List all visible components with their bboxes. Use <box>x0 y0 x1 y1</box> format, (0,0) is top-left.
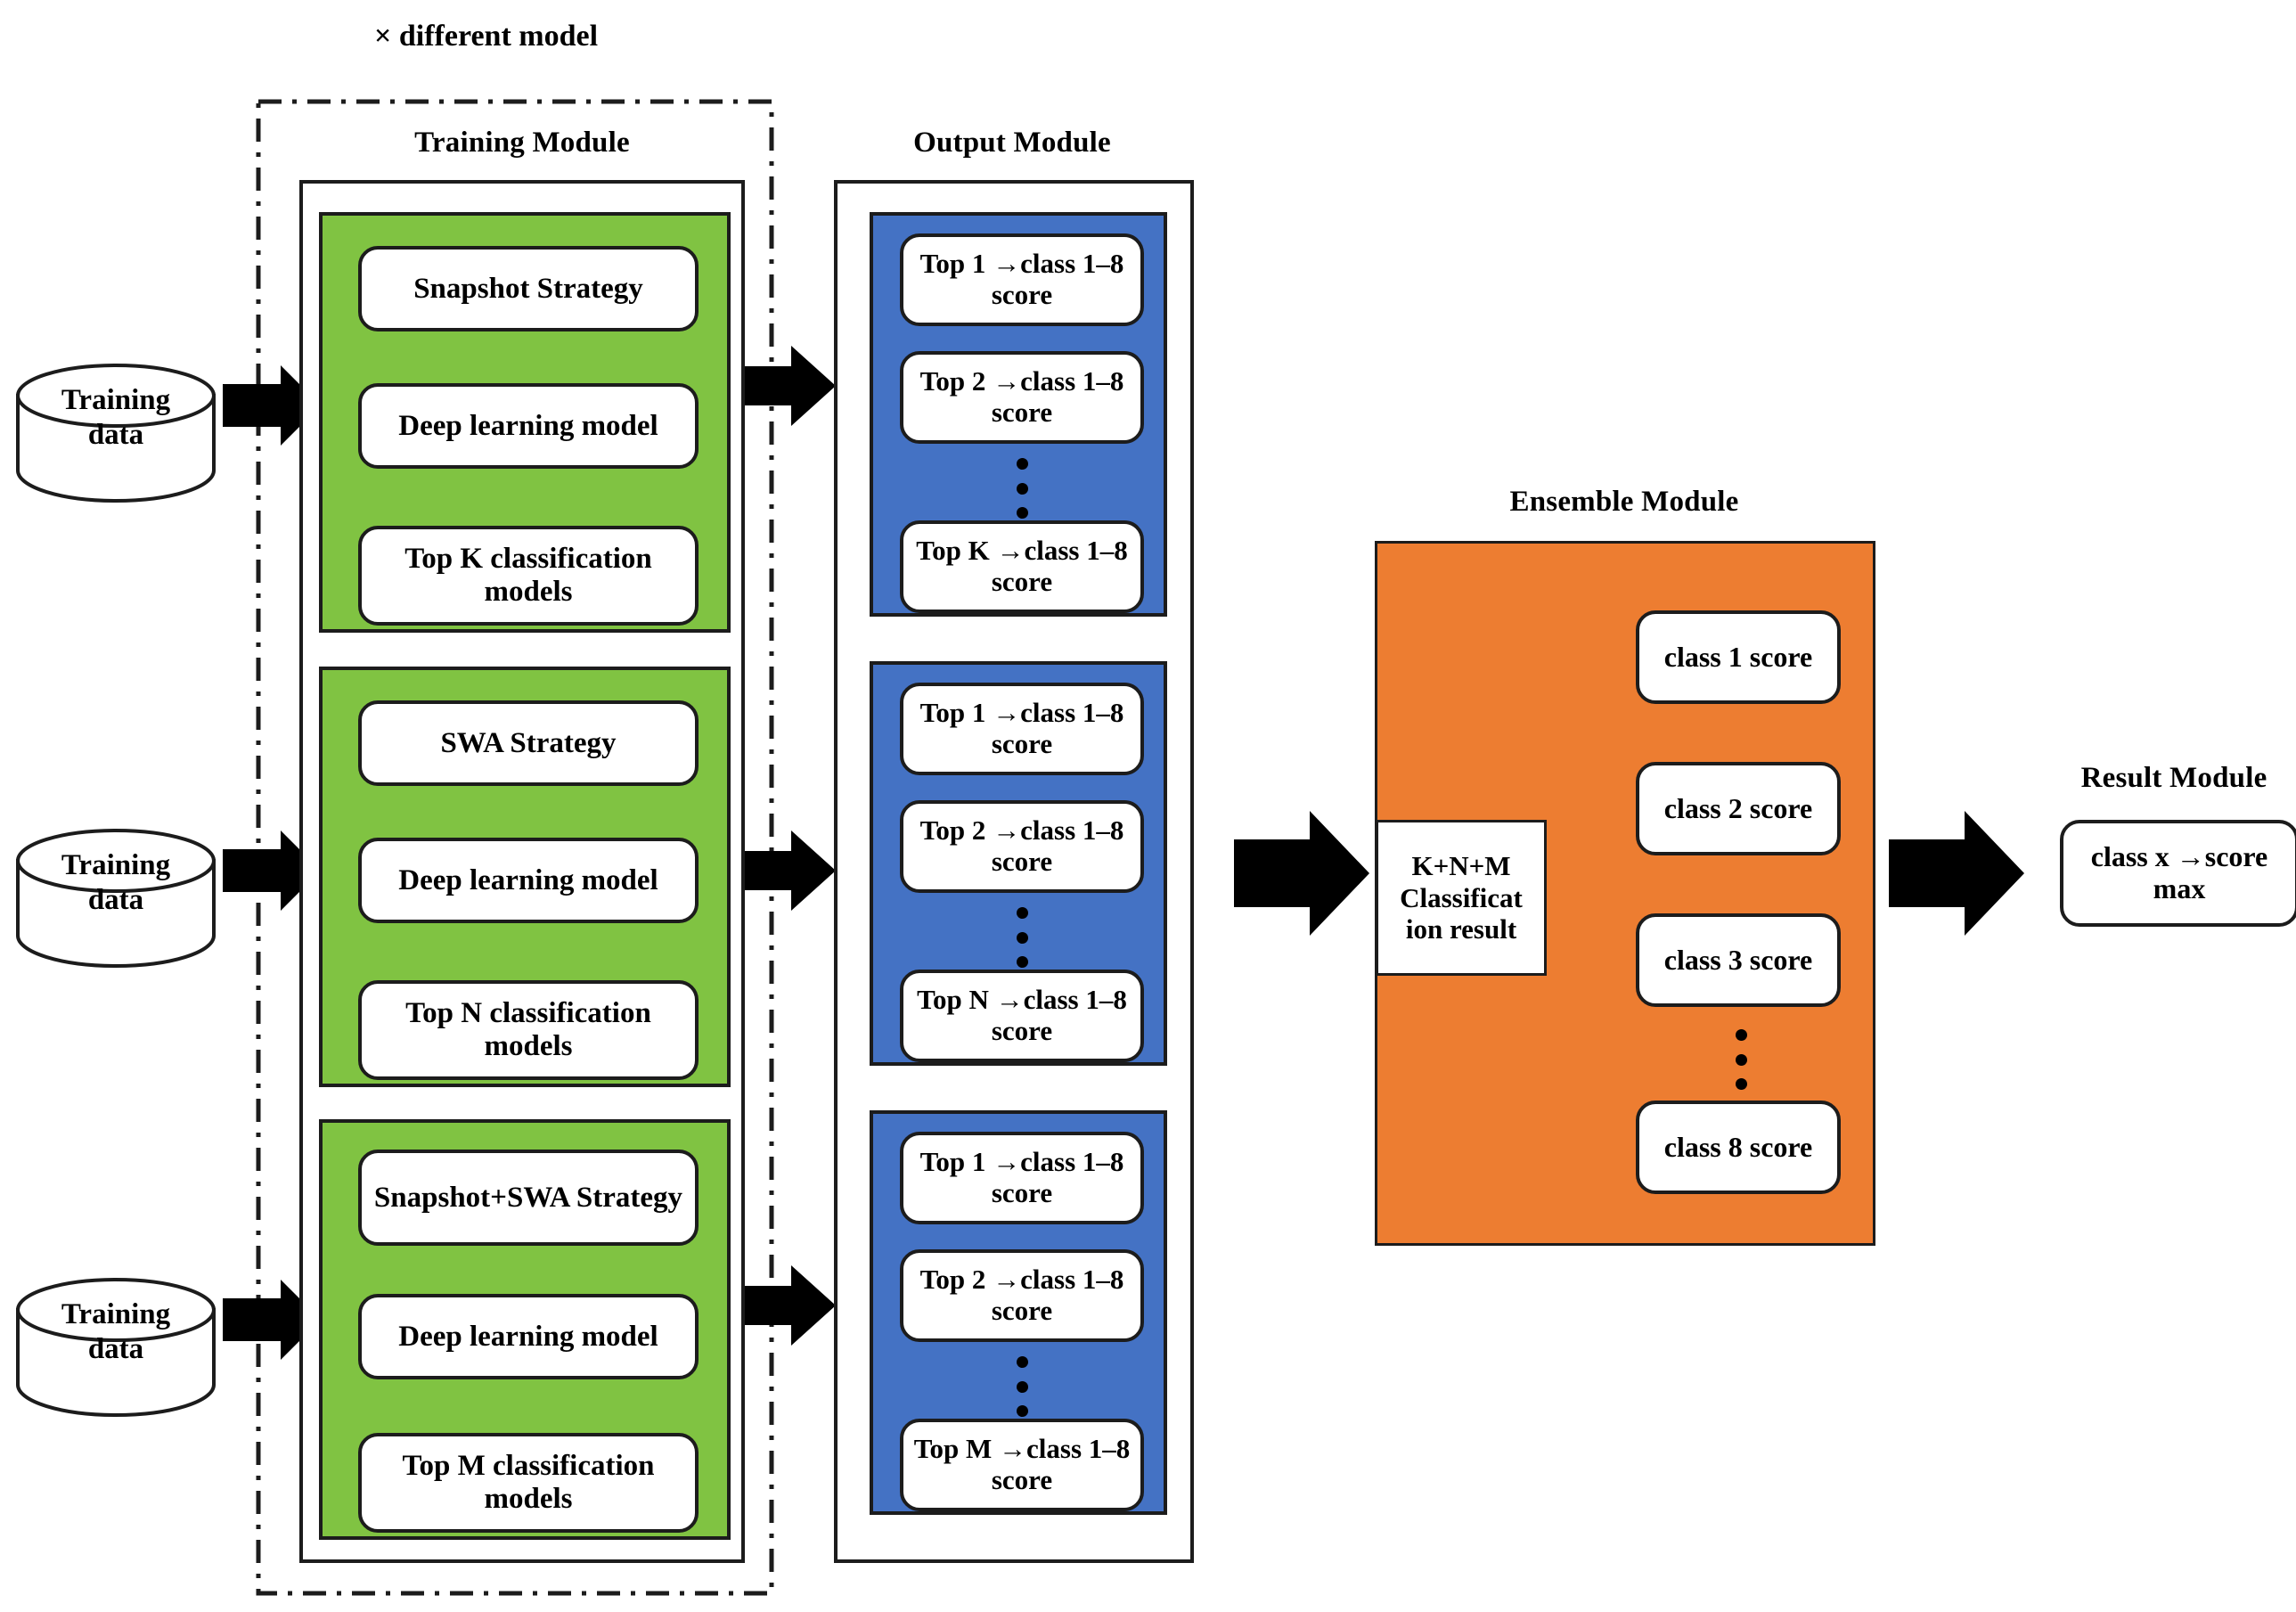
datasource-label-1: Training data <box>18 383 214 453</box>
result-box[interactable]: class x →score max <box>2060 820 2296 927</box>
strategy-box-2[interactable]: SWA Strategy <box>358 700 699 786</box>
datasource-line2: data <box>87 883 144 916</box>
ensemble-module-panel: K+N+M Classificat ion result class 1 sco… <box>1375 541 1875 1246</box>
model-box-1[interactable]: Deep learning model <box>358 383 699 469</box>
different-model-note: × different model <box>374 20 599 53</box>
topn-box-2[interactable]: Top N classification models <box>358 980 699 1080</box>
output-module-frame: Top 1 →class 1–8 score Top 2 →class 1–8 … <box>834 180 1194 1563</box>
topm-box-3[interactable]: Top M classification models <box>358 1433 699 1533</box>
datasource-line2: data <box>87 1332 144 1365</box>
class-score-box-8[interactable]: class 8 score <box>1636 1101 1841 1194</box>
output-item-box[interactable]: Top K →class 1–8 score <box>900 520 1144 613</box>
datasource-label-3: Training data <box>18 1297 214 1367</box>
model-box-2[interactable]: Deep learning model <box>358 838 699 923</box>
output-group-panel-3: Top 1 →class 1–8 score Top 2 →class 1–8 … <box>870 1110 1167 1515</box>
output-group-panel-2: Top 1 →class 1–8 score Top 2 →class 1–8 … <box>870 661 1167 1066</box>
datasource-line1: Training <box>61 1298 171 1330</box>
vertical-ellipsis-icon <box>1011 458 1033 519</box>
training-pipeline-panel-1: Snapshot Strategy Deep learning model To… <box>319 212 731 633</box>
vertical-ellipsis-icon <box>1730 1029 1752 1090</box>
output-group-panel-1: Top 1 →class 1–8 score Top 2 →class 1–8 … <box>870 212 1167 617</box>
strategy-box-1[interactable]: Snapshot Strategy <box>358 246 699 331</box>
right-arrow-icon-train2 <box>738 831 836 911</box>
output-item-box[interactable]: Top 2 →class 1–8 score <box>900 351 1144 444</box>
output-item-box[interactable]: Top 2 →class 1–8 score <box>900 800 1144 893</box>
training-pipeline-panel-2: SWA Strategy Deep learning model Top N c… <box>319 667 731 1087</box>
training-pipeline-panel-3: Snapshot+SWA Strategy Deep learning mode… <box>319 1119 731 1540</box>
datasource-label-2: Training data <box>18 848 214 918</box>
output-item-box[interactable]: Top 1 →class 1–8 score <box>900 233 1144 326</box>
strategy-box-3[interactable]: Snapshot+SWA Strategy <box>358 1150 699 1246</box>
model-box-3[interactable]: Deep learning model <box>358 1294 699 1379</box>
output-module-title: Output Module <box>913 127 1111 159</box>
right-arrow-icon-train3 <box>738 1265 836 1346</box>
right-arrow-icon-ensemble-result <box>1889 811 2024 936</box>
vertical-ellipsis-icon <box>1011 907 1033 968</box>
output-item-box[interactable]: Top M →class 1–8 score <box>900 1419 1144 1511</box>
output-item-box[interactable]: Top 1 →class 1–8 score <box>900 1132 1144 1224</box>
output-item-box[interactable]: Top 2 →class 1–8 score <box>900 1249 1144 1342</box>
datasource-line1: Training <box>61 384 171 416</box>
ensemble-module-title: Ensemble Module <box>1509 486 1739 518</box>
topk-box-1[interactable]: Top K classification models <box>358 526 699 626</box>
right-arrow-icon-output-ensemble <box>1234 811 1369 936</box>
aggregate-result-box[interactable]: K+N+M Classificat ion result <box>1376 820 1547 976</box>
datasource-line1: Training <box>61 849 171 881</box>
output-item-box[interactable]: Top N →class 1–8 score <box>900 970 1144 1062</box>
class-score-box-1[interactable]: class 1 score <box>1636 610 1841 704</box>
class-score-box-2[interactable]: class 2 score <box>1636 762 1841 855</box>
output-item-box[interactable]: Top 1 →class 1–8 score <box>900 683 1144 775</box>
datasource-line2: data <box>87 418 144 451</box>
right-arrow-icon-train1 <box>738 346 836 426</box>
training-module-frame: Snapshot Strategy Deep learning model To… <box>299 180 745 1563</box>
training-module-title: Training Module <box>414 127 630 159</box>
result-module-title: Result Module <box>2080 762 2267 794</box>
vertical-ellipsis-icon <box>1011 1356 1033 1417</box>
class-score-box-3[interactable]: class 3 score <box>1636 913 1841 1007</box>
